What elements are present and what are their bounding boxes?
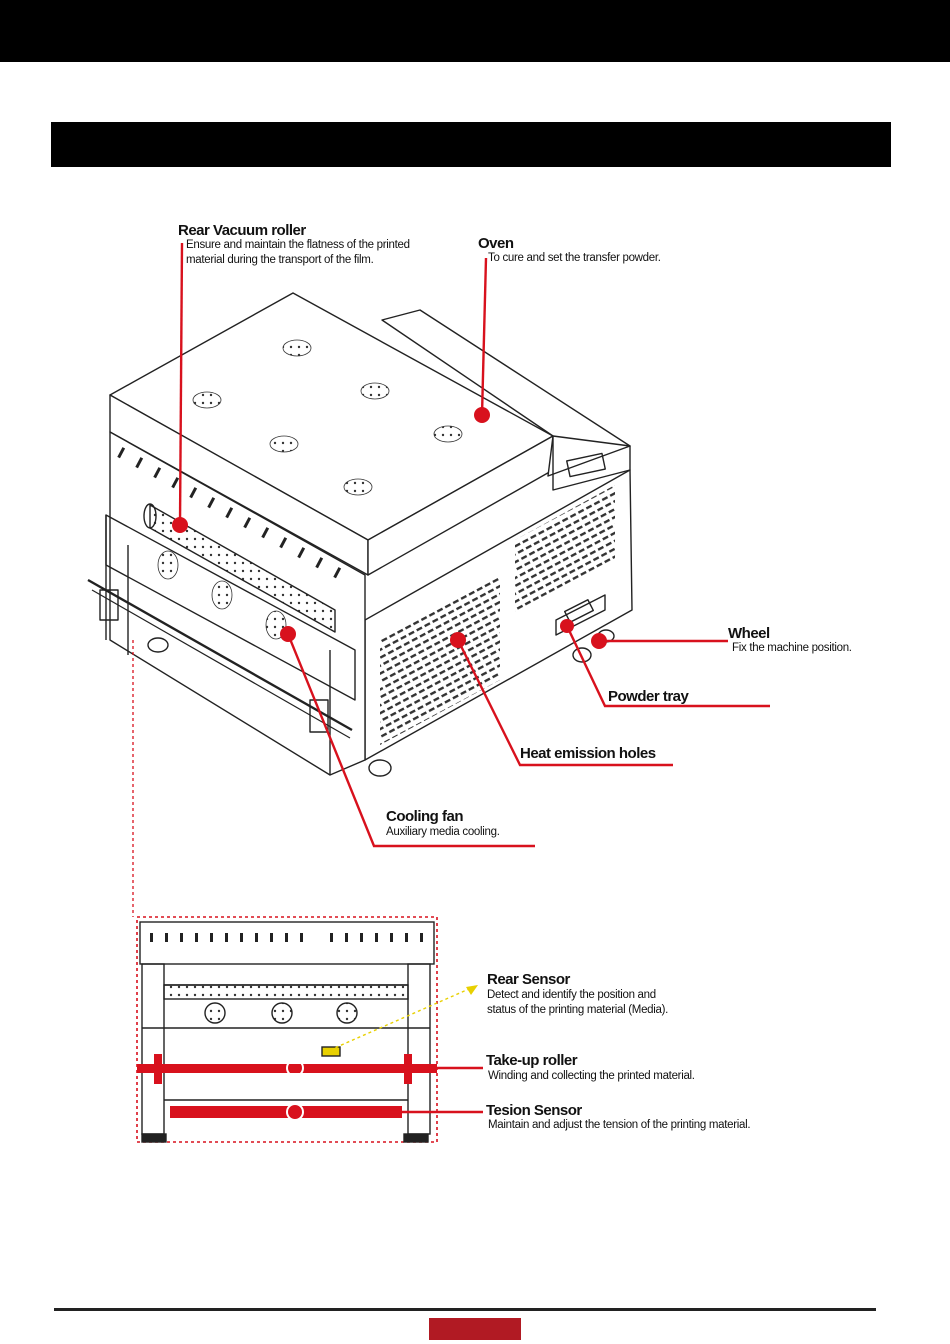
front-slot-row (117, 447, 342, 579)
wheel-desc: Fix the machine position. (732, 642, 852, 654)
rear-vacuum-roller-desc-1: Ensure and maintain the flatness of the … (186, 239, 410, 251)
wheel-title: Wheel (728, 625, 770, 642)
side-heat-vents (380, 485, 615, 745)
heat-emission-holes-title: Heat emission holes (520, 745, 656, 762)
powder-tray-title: Powder tray (608, 688, 689, 705)
section-title-bar (51, 122, 891, 167)
top-header-bar (0, 0, 950, 62)
tension-sensor-desc: Maintain and adjust the tension of the p… (488, 1119, 751, 1131)
rear-sensor-desc-1: Detect and identify the position and (487, 989, 656, 1001)
take-up-roller-title: Take-up roller (486, 1052, 578, 1069)
rear-sensor-leader (329, 984, 479, 1051)
callout-dots (172, 407, 607, 649)
rear-sensor-title: Rear Sensor (487, 971, 570, 988)
footer-rule (54, 1308, 876, 1311)
rear-vacuum-roller-desc-2: material during the transport of the fil… (186, 254, 374, 266)
cooling-fan-desc: Auxiliary media cooling. (386, 826, 500, 838)
lid-fan-grilles (157, 339, 463, 640)
tension-sensor-title: Tesion Sensor (486, 1102, 582, 1119)
take-up-roller-desc: Winding and collecting the printed mater… (488, 1070, 695, 1082)
oven-title: Oven (478, 235, 514, 252)
rear-view-panel (136, 916, 438, 1143)
rear-sensor-desc-2: status of the printing material (Media). (487, 1004, 669, 1016)
callout-leaders (178, 242, 770, 1114)
footer-page-tab (429, 1318, 521, 1340)
cooling-fan-title: Cooling fan (386, 808, 464, 825)
rear-top-slots (150, 933, 423, 942)
oven-desc: To cure and set the transfer powder. (488, 252, 661, 264)
rear-vacuum-roller-title: Rear Vacuum roller (178, 222, 306, 239)
